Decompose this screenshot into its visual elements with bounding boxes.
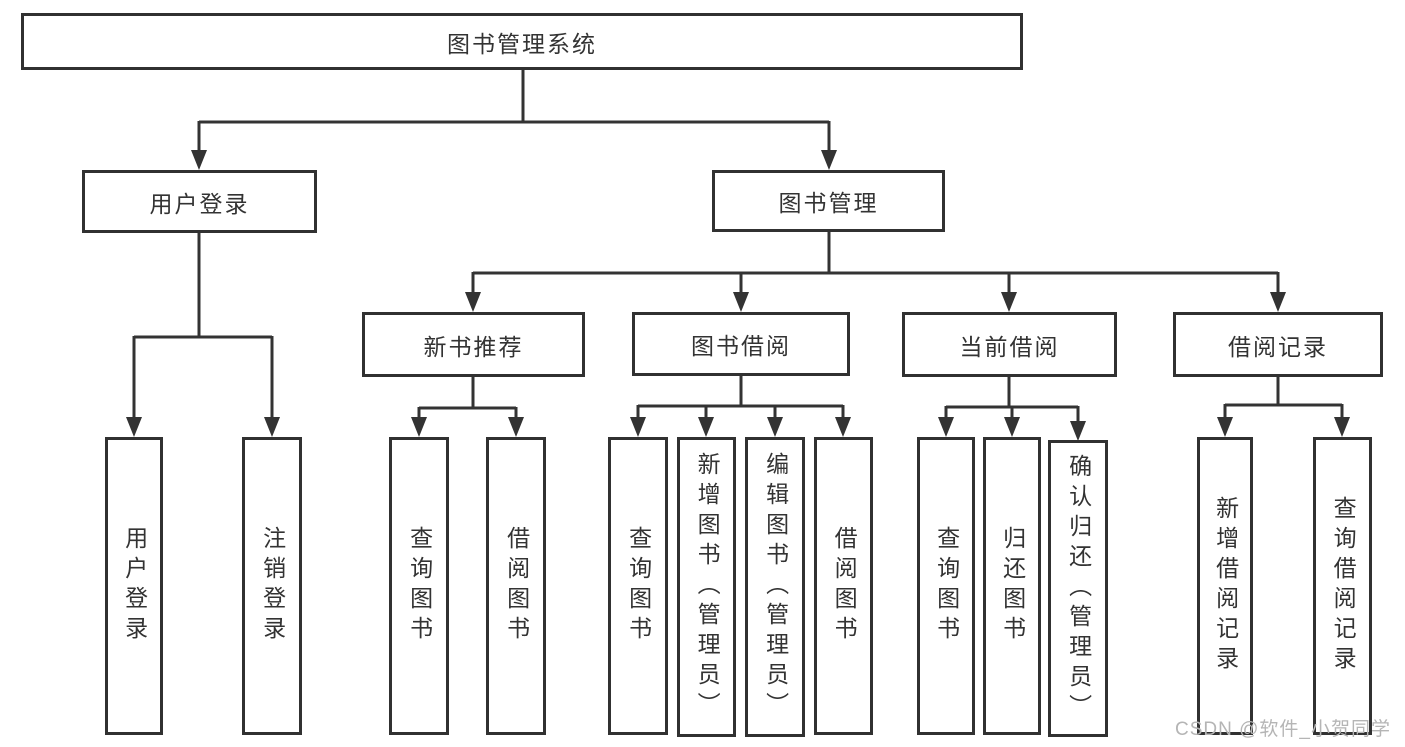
leaf-user-login-label: 用户登录 xyxy=(121,526,148,646)
node-root-label: 图书管理系统 xyxy=(447,30,597,57)
node-new-book-recommend-label: 新书推荐 xyxy=(423,333,524,360)
leaf-logout: 注销登录 xyxy=(242,437,302,735)
leaf-confirm-return-admin: 确认归还（管理员） xyxy=(1048,440,1108,737)
leaf-borrow-books-newbooks: 借阅图书 xyxy=(486,437,546,735)
node-current-borrowing: 当前借阅 xyxy=(902,312,1117,377)
node-root: 图书管理系统 xyxy=(21,13,1023,70)
csdn-watermark: CSDN @软件_小贺同学 xyxy=(1175,719,1391,740)
node-borrowing-records: 借阅记录 xyxy=(1173,312,1383,377)
leaf-query-books-borrowing: 查询图书 xyxy=(608,437,668,735)
node-user-login: 用户登录 xyxy=(82,170,317,233)
leaf-edit-book-admin-label: 编辑图书（管理员） xyxy=(762,452,789,722)
leaf-borrow-books-borrowing: 借阅图书 xyxy=(814,437,873,735)
leaf-confirm-return-admin-label: 确认归还（管理员） xyxy=(1065,453,1092,724)
leaf-add-book-admin: 新增图书（管理员） xyxy=(677,437,736,737)
leaf-edit-book-admin: 编辑图书（管理员） xyxy=(745,437,805,737)
leaf-query-books-current-label: 查询图书 xyxy=(933,526,960,646)
leaf-add-book-admin-label: 新增图书（管理员） xyxy=(694,452,721,722)
node-book-borrowing: 图书借阅 xyxy=(632,312,850,376)
node-borrowing-records-label: 借阅记录 xyxy=(1228,333,1328,360)
leaf-return-books: 归还图书 xyxy=(983,437,1041,735)
node-new-book-recommend: 新书推荐 xyxy=(362,312,585,377)
leaf-borrow-books-newbooks-label: 借阅图书 xyxy=(503,526,530,646)
node-user-login-label: 用户登录 xyxy=(149,190,250,217)
node-book-management: 图书管理 xyxy=(712,170,945,232)
node-book-management-label: 图书管理 xyxy=(778,190,879,216)
leaf-query-borrow-record-label: 查询借阅记录 xyxy=(1330,496,1357,676)
leaf-query-books-newbooks: 查询图书 xyxy=(389,437,449,735)
leaf-query-books-newbooks-label: 查询图书 xyxy=(406,526,433,646)
node-book-borrowing-label: 图书借阅 xyxy=(691,333,791,359)
leaf-return-books-label: 归还图书 xyxy=(999,526,1026,646)
leaf-borrow-books-borrowing-label: 借阅图书 xyxy=(831,526,858,646)
leaf-add-borrow-record: 新增借阅记录 xyxy=(1197,437,1253,735)
node-current-borrowing-label: 当前借阅 xyxy=(959,333,1060,360)
leaf-add-borrow-record-label: 新增借阅记录 xyxy=(1212,496,1239,676)
leaf-user-login: 用户登录 xyxy=(105,437,163,735)
leaf-query-borrow-record: 查询借阅记录 xyxy=(1313,437,1372,735)
leaf-query-books-current: 查询图书 xyxy=(917,437,975,735)
leaf-logout-label: 注销登录 xyxy=(259,526,286,646)
leaf-query-books-borrowing-label: 查询图书 xyxy=(625,526,652,646)
